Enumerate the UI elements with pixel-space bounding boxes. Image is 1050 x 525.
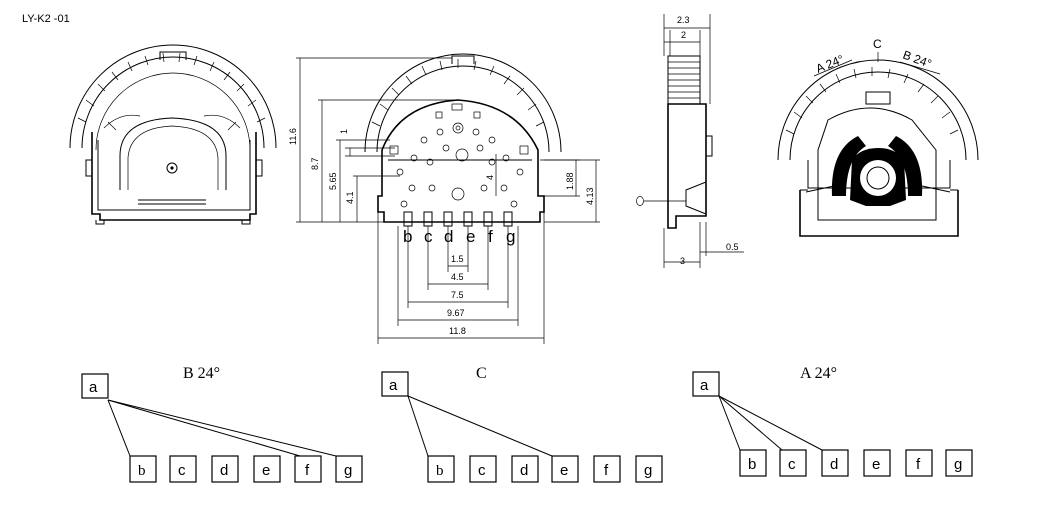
pin-box: g	[344, 462, 352, 479]
common-terminal: a	[89, 379, 98, 396]
pin-box: d	[220, 462, 228, 479]
switch-diagram-b: B 24° a b c d e f g	[81, 365, 363, 483]
dim-1: 1	[339, 129, 349, 134]
switch-diagram-title: B 24°	[183, 365, 220, 382]
dim-9-67: 9.67	[447, 308, 465, 318]
side-view: 2.3 2 3 0.5	[636, 14, 744, 268]
pin-box: e	[262, 462, 270, 479]
switch-diagram-a: A 24° a b c d e f g	[692, 365, 973, 477]
pin-box: b	[748, 456, 756, 473]
pin-box: b	[138, 463, 146, 479]
pin-label: c	[424, 227, 433, 246]
pin-label: g	[506, 227, 515, 246]
pin-box: f	[604, 462, 609, 479]
dim-11-8: 11.8	[449, 326, 466, 336]
front-view	[69, 44, 277, 225]
pin-box: c	[788, 456, 796, 473]
dim-4-1: 4.1	[345, 191, 355, 204]
switch-diagram-title: A 24°	[800, 365, 837, 382]
dim-4: 4	[485, 175, 495, 180]
dim-5-65: 5.65	[328, 172, 338, 190]
pin-box: f	[916, 456, 921, 473]
dim-8-7: 8.7	[310, 157, 320, 170]
switch-diagram-c: C a b c d e f g	[381, 365, 663, 483]
pin-box: b	[436, 463, 444, 479]
dim-3: 3	[680, 256, 685, 266]
switch-diagram-title: C	[476, 365, 487, 382]
pin-label: e	[466, 227, 475, 246]
dim-2-3: 2.3	[677, 15, 690, 25]
common-terminal: a	[700, 377, 709, 394]
dim-4-5: 4.5	[451, 272, 464, 282]
drawing-title: LY-K2 -01	[22, 13, 70, 25]
dim-1-88: 1.88	[565, 172, 575, 190]
pin-box: g	[954, 456, 962, 473]
common-terminal: a	[389, 377, 398, 394]
rear-label-c: C	[873, 37, 882, 51]
rear-view: A 24° C B 24°	[777, 37, 979, 237]
pin-box: d	[520, 462, 528, 479]
pin-box: g	[644, 462, 652, 479]
pin-label: d	[444, 227, 453, 246]
dim-1-5: 1.5	[451, 254, 464, 264]
pin-view: b c d e f g 11.6 8.7 5.65 4.1	[288, 53, 600, 344]
dim-11-6: 11.6	[288, 128, 298, 145]
pin-box: e	[560, 462, 568, 479]
pin-box: c	[178, 462, 186, 479]
dim-2: 2	[681, 30, 686, 40]
dim-0-5: 0.5	[726, 242, 739, 252]
pin-box: f	[305, 462, 310, 479]
pin-label: f	[488, 227, 493, 246]
dim-7-5: 7.5	[451, 290, 464, 300]
pin-box: c	[478, 462, 486, 479]
pin-box: d	[830, 456, 838, 473]
dim-4-13: 4.13	[585, 187, 595, 205]
pin-box: e	[872, 456, 880, 473]
